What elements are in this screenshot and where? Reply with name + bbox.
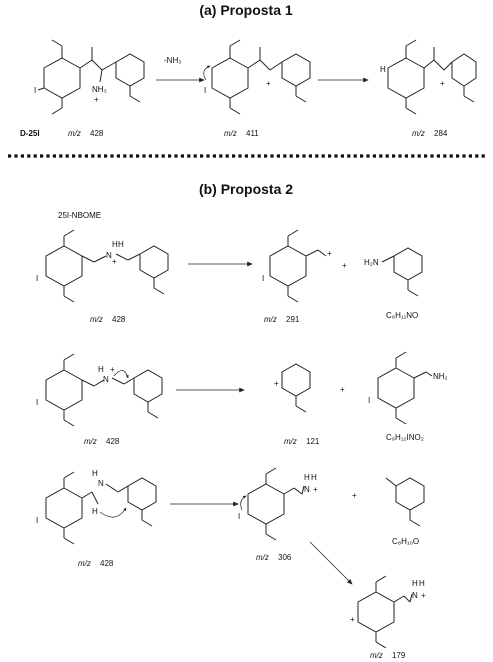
curly-arrow <box>240 495 247 511</box>
charge-sign: + <box>274 379 279 388</box>
iodine-atom: I <box>262 274 264 283</box>
molecule-25i-nbome-3: I N H H <box>36 469 157 545</box>
curly-arrow <box>99 507 127 518</box>
mz-b3: m/z 428 <box>78 559 114 568</box>
formula-f2: C₉H₁₂INO₂ <box>386 433 424 442</box>
plus-sign: + <box>340 385 345 394</box>
iodine-atom: I <box>238 512 240 521</box>
svg-text:m/z: m/z <box>370 651 383 660</box>
molecule-fragment-121: + <box>274 363 311 413</box>
molecule-25i-nbome-2: I N H + <box>36 353 163 427</box>
charge-sign: + <box>94 95 99 104</box>
svg-text:m/z: m/z <box>412 129 425 138</box>
charge-sign: + <box>112 257 117 266</box>
amine-n: N <box>103 375 109 384</box>
molecule-methoxytoluene <box>385 477 425 527</box>
svg-text:m/z: m/z <box>256 553 269 562</box>
svg-text:m/z: m/z <box>68 129 81 138</box>
svg-text:121: 121 <box>306 437 320 446</box>
mz-a3: m/z 284 <box>412 129 448 138</box>
formula-f3: C₈H₁₀O <box>392 537 419 546</box>
molecule-fragment-411: I + <box>203 39 311 115</box>
svg-text:m/z: m/z <box>264 315 277 324</box>
charge-sign: + <box>266 79 271 88</box>
charge-sign: + <box>421 591 426 600</box>
amine-n: N <box>98 479 104 488</box>
plus-sign: + <box>352 491 357 500</box>
molecule-fragment-284: H + <box>380 39 477 115</box>
amine-h: H <box>92 469 98 478</box>
molecule-d25i: I NH₃ + <box>34 39 145 115</box>
svg-text:306: 306 <box>278 553 292 562</box>
curly-arrow <box>203 65 211 81</box>
mz-b2p: m/z 121 <box>284 437 320 446</box>
iodine-atom: I <box>36 274 38 283</box>
iodine-atom: I <box>34 86 36 95</box>
iodine-atom: I <box>204 86 206 95</box>
svg-text:179: 179 <box>392 651 406 660</box>
label-d25i: D-25I <box>20 129 40 138</box>
charge-sign: + <box>313 485 318 494</box>
iminium-n: N <box>412 591 418 600</box>
amine-h-2: H <box>118 240 124 249</box>
mz-b1: m/z 428 <box>90 315 126 324</box>
formula-f1: C₈H₁₁NO <box>386 311 418 320</box>
hydrogen-atom: H <box>380 65 386 74</box>
iminium-h-2: H <box>311 473 317 482</box>
loss-nh3-label: -NH₃ <box>164 56 181 65</box>
mz-b3p: m/z 306 <box>256 553 292 562</box>
svg-text:m/z: m/z <box>284 437 297 446</box>
curly-arrow <box>113 370 129 379</box>
amine-n: N <box>106 251 112 260</box>
label-25i-nbome: 25I-NBOME <box>58 211 101 220</box>
mz-b1p: m/z 291 <box>264 315 300 324</box>
amine-h: H <box>98 365 104 374</box>
iminium-h: H <box>304 473 310 482</box>
title-proposta-2: (b) Proposta 2 <box>199 181 293 197</box>
iminium-h-2: H <box>419 579 425 588</box>
charge-sign: + <box>327 249 332 258</box>
h2n-group: H₂N <box>364 258 379 267</box>
iodine-atom: I <box>36 398 38 407</box>
molecule-methoxybenzylamine: H₂N <box>364 247 423 297</box>
amine-h: H <box>112 240 118 249</box>
amine-h-2: H <box>92 507 98 516</box>
charge-sign: + <box>110 365 115 374</box>
iminium-h: H <box>412 579 418 588</box>
iminium-n: N <box>304 485 310 494</box>
mz-b2: m/z 428 <box>84 437 120 446</box>
plus-sign: + <box>342 261 347 270</box>
svg-text:411: 411 <box>246 129 259 138</box>
nh2-group: NH₂ <box>433 372 448 381</box>
svg-text:428: 428 <box>106 437 120 446</box>
molecule-dimethoxy-iodobenzylamine: I NH₂ <box>368 351 448 425</box>
molecule-fragment-179: N H H + + <box>350 575 426 649</box>
svg-text:m/z: m/z <box>84 437 97 446</box>
svg-text:428: 428 <box>112 315 126 324</box>
mz-a2: m/z 411 <box>224 129 259 138</box>
mz-b3q: m/z 179 <box>370 651 406 660</box>
iodine-atom: I <box>36 516 38 525</box>
molecule-fragment-306: I N H H + <box>238 467 318 541</box>
svg-text:284: 284 <box>434 129 448 138</box>
svg-text:291: 291 <box>286 315 300 324</box>
svg-text:m/z: m/z <box>78 559 91 568</box>
svg-text:m/z: m/z <box>224 129 237 138</box>
mz-a1: m/z 428 <box>68 129 104 138</box>
charge-sign: + <box>440 79 445 88</box>
reaction-arrow-b4 <box>309 541 353 585</box>
svg-text:428: 428 <box>90 129 104 138</box>
iodine-atom: I <box>368 396 370 405</box>
svg-text:m/z: m/z <box>90 315 103 324</box>
radical-dot: + <box>350 615 355 624</box>
molecule-25i-nbome: I N H H + <box>36 229 169 303</box>
title-proposta-1: (a) Proposta 1 <box>199 2 293 18</box>
nh3-group: NH₃ <box>92 85 107 94</box>
molecule-fragment-291: I + <box>262 229 332 303</box>
svg-text:428: 428 <box>100 559 114 568</box>
